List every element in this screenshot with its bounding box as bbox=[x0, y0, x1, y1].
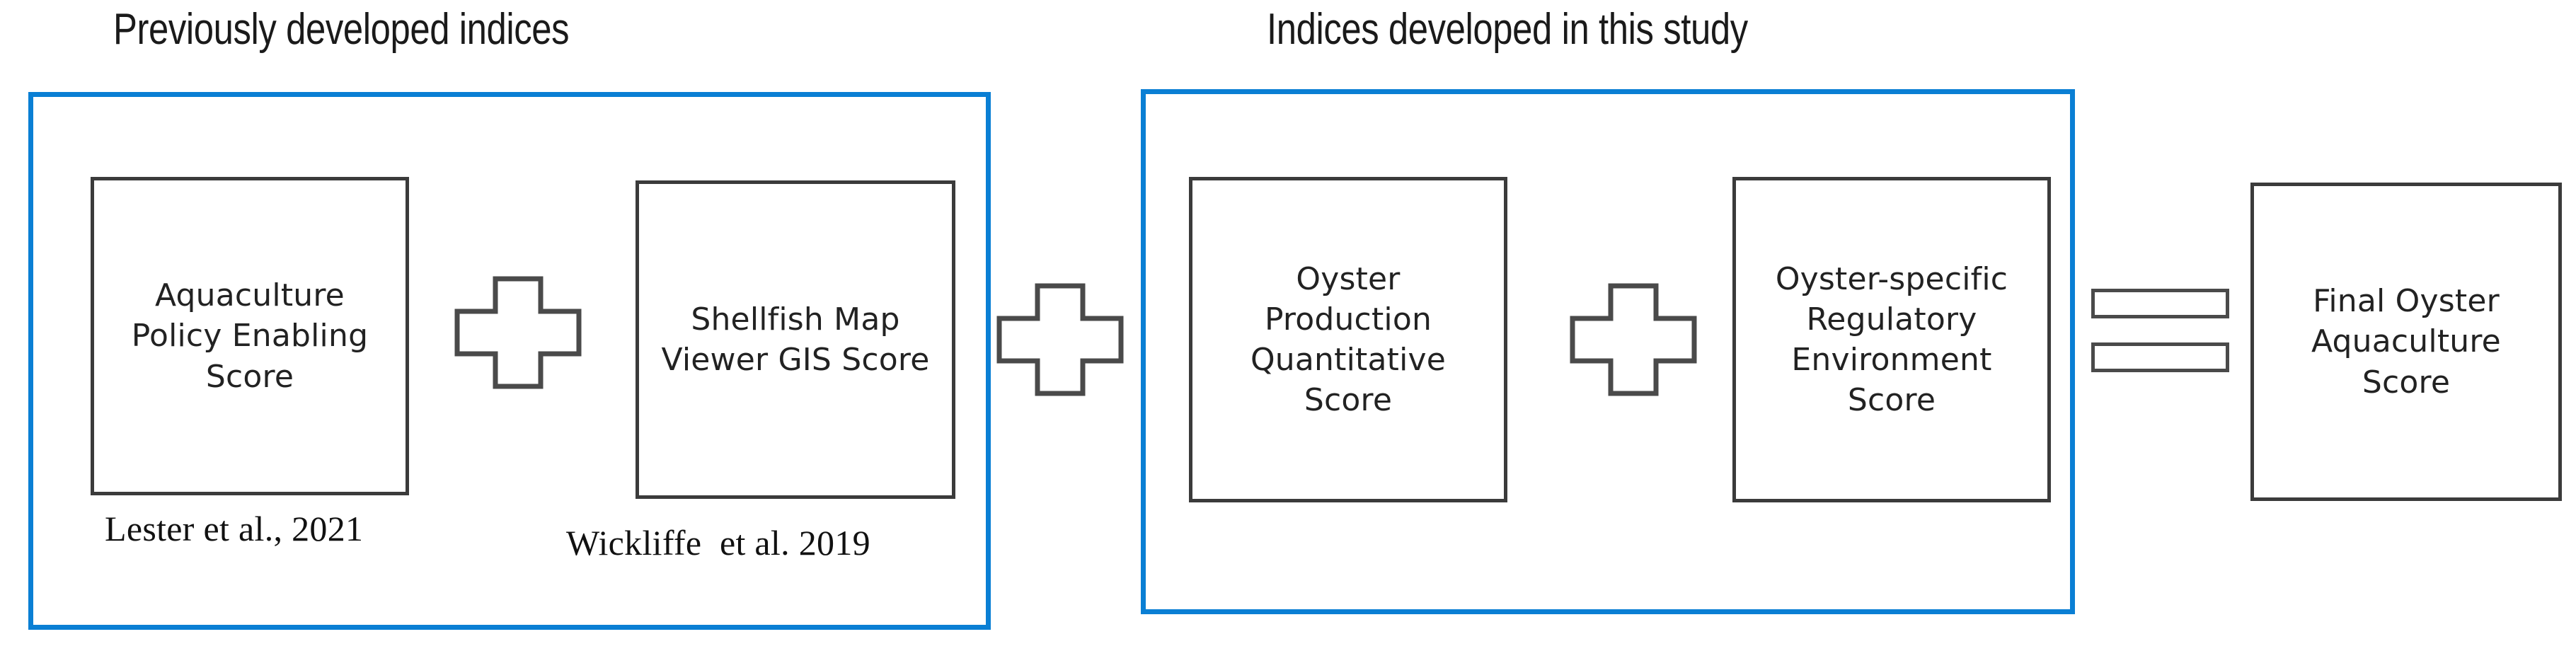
score-box-label: Oyster Production Quantitative Score bbox=[1250, 260, 1447, 419]
equals-bar-bottom bbox=[2091, 342, 2229, 372]
score-box-oyster-specific-regulatory-environment: Oyster-specific Regulatory Environment S… bbox=[1732, 177, 2051, 502]
score-box-label: Aquaculture Policy Enabling Score bbox=[131, 277, 369, 395]
plus-icon bbox=[1570, 283, 1697, 396]
citation-wickliffe: Wickliffe et al. 2019 bbox=[566, 523, 870, 563]
equals-bar-top bbox=[2091, 289, 2229, 318]
score-box-label: Shellfish Map Viewer GIS Score bbox=[661, 301, 930, 378]
plus-icon bbox=[454, 276, 582, 389]
section-header-developed-in-this-study: Indices developed in this study bbox=[1267, 5, 1748, 54]
equals-icon bbox=[2091, 289, 2229, 381]
score-box-final-oyster-aquaculture: Final Oyster Aquaculture Score bbox=[2250, 183, 2562, 501]
citation-lester: Lester et al., 2021 bbox=[105, 509, 364, 548]
score-box-oyster-production-quantitative: Oyster Production Quantitative Score bbox=[1189, 177, 1507, 502]
score-box-shellfish-map-viewer-gis: Shellfish Map Viewer GIS Score bbox=[636, 180, 955, 499]
score-box-label: Oyster-specific Regulatory Environment S… bbox=[1775, 260, 2008, 419]
plus-icon bbox=[996, 283, 1124, 396]
score-box-aquaculture-policy-enabling: Aquaculture Policy Enabling Score bbox=[91, 177, 409, 495]
section-header-previously-developed: Previously developed indices bbox=[113, 5, 570, 54]
score-box-label: Final Oyster Aquaculture Score bbox=[2311, 283, 2501, 401]
